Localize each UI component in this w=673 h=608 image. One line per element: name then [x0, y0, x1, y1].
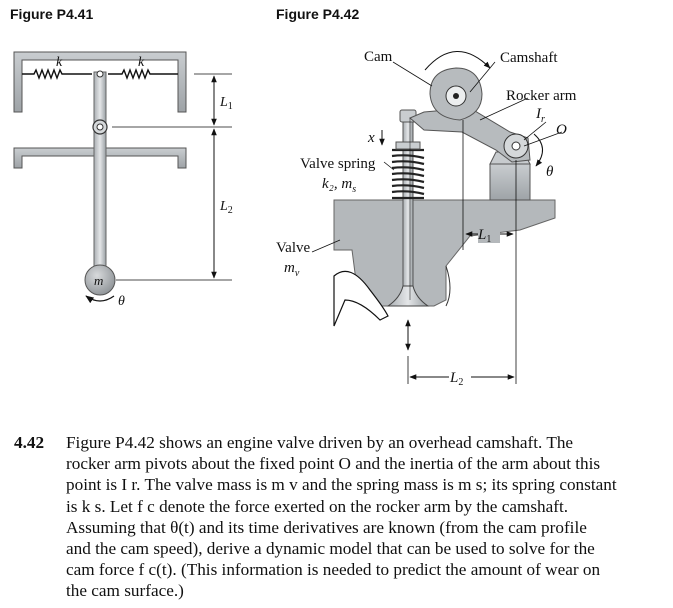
cam-rotation-arrow	[424, 51, 491, 71]
x-label: x	[367, 130, 375, 146]
lower-support-frame	[13, 147, 187, 169]
problem-text: Figure P4.42 shows an engine valve drive…	[66, 432, 664, 602]
spring-params-label: k₂, ms	[322, 176, 356, 195]
figure-p442-diagram: Cam Camshaft Rocker arm Ir O θ x Valve s…	[276, 49, 577, 388]
rocker-arm-label: Rocker arm	[506, 88, 577, 104]
pivot-O-label: O	[556, 122, 567, 138]
rocker-pedestal	[489, 163, 531, 201]
pendulum-mass	[84, 264, 116, 296]
L2-right-label: L2	[449, 370, 463, 388]
upper-support-frame	[13, 51, 187, 113]
intake-port	[333, 270, 389, 327]
valve-head	[386, 285, 430, 307]
spring-attachment-point	[96, 70, 104, 78]
rocker-inertia-label: Ir	[535, 106, 545, 125]
problem-line: and the cam speed), derive a dynamic mod…	[66, 539, 595, 559]
problem-line: cam force f c(t). (This information is n…	[66, 560, 601, 580]
left-spring-k-label: k	[56, 55, 63, 70]
problem-number: 4.42	[14, 433, 45, 452]
rocker-theta-arrow	[533, 133, 543, 167]
figure-p441-title: Figure P4.41	[10, 6, 94, 22]
L2-label: L2	[219, 199, 233, 216]
theta-rotation-arrow	[85, 295, 115, 304]
L1-right-label: L1	[477, 227, 491, 245]
camshaft-label: Camshaft	[500, 50, 558, 66]
valve-spring-coil	[391, 148, 425, 200]
mass-label: m	[94, 273, 103, 288]
valve-spring-label: Valve spring	[300, 156, 376, 172]
problem-line: rocker arm pivots about the fixed point …	[66, 454, 601, 474]
figure-p442-title: Figure P4.42	[276, 6, 360, 22]
valve-mass-label: mv	[284, 260, 300, 279]
problem-line: Assuming that θ(t) and its time derivati…	[66, 517, 587, 537]
figure-p441-diagram: k k m θ L1 L2	[13, 51, 240, 309]
pendulum-rod	[93, 71, 107, 273]
problem-statement: 4.42 Figure P4.42 shows an engine valve …	[14, 432, 664, 602]
problem-line: the cam surface.)	[66, 581, 184, 601]
problem-line: is k s. Let f c denote the force exerted…	[66, 496, 569, 516]
theta-label: θ	[118, 294, 125, 309]
right-spring-k-label: k	[138, 55, 145, 70]
right-spring	[108, 68, 178, 80]
problem-line: Figure P4.42 shows an engine valve drive…	[66, 433, 574, 452]
cam-label: Cam	[364, 49, 393, 65]
rocker-theta-label: θ	[546, 164, 554, 180]
left-spring	[22, 68, 92, 80]
valve-label: Valve	[276, 240, 310, 256]
problem-line: point is I r. The valve mass is m v and …	[66, 475, 617, 495]
L1-label: L1	[219, 95, 233, 112]
